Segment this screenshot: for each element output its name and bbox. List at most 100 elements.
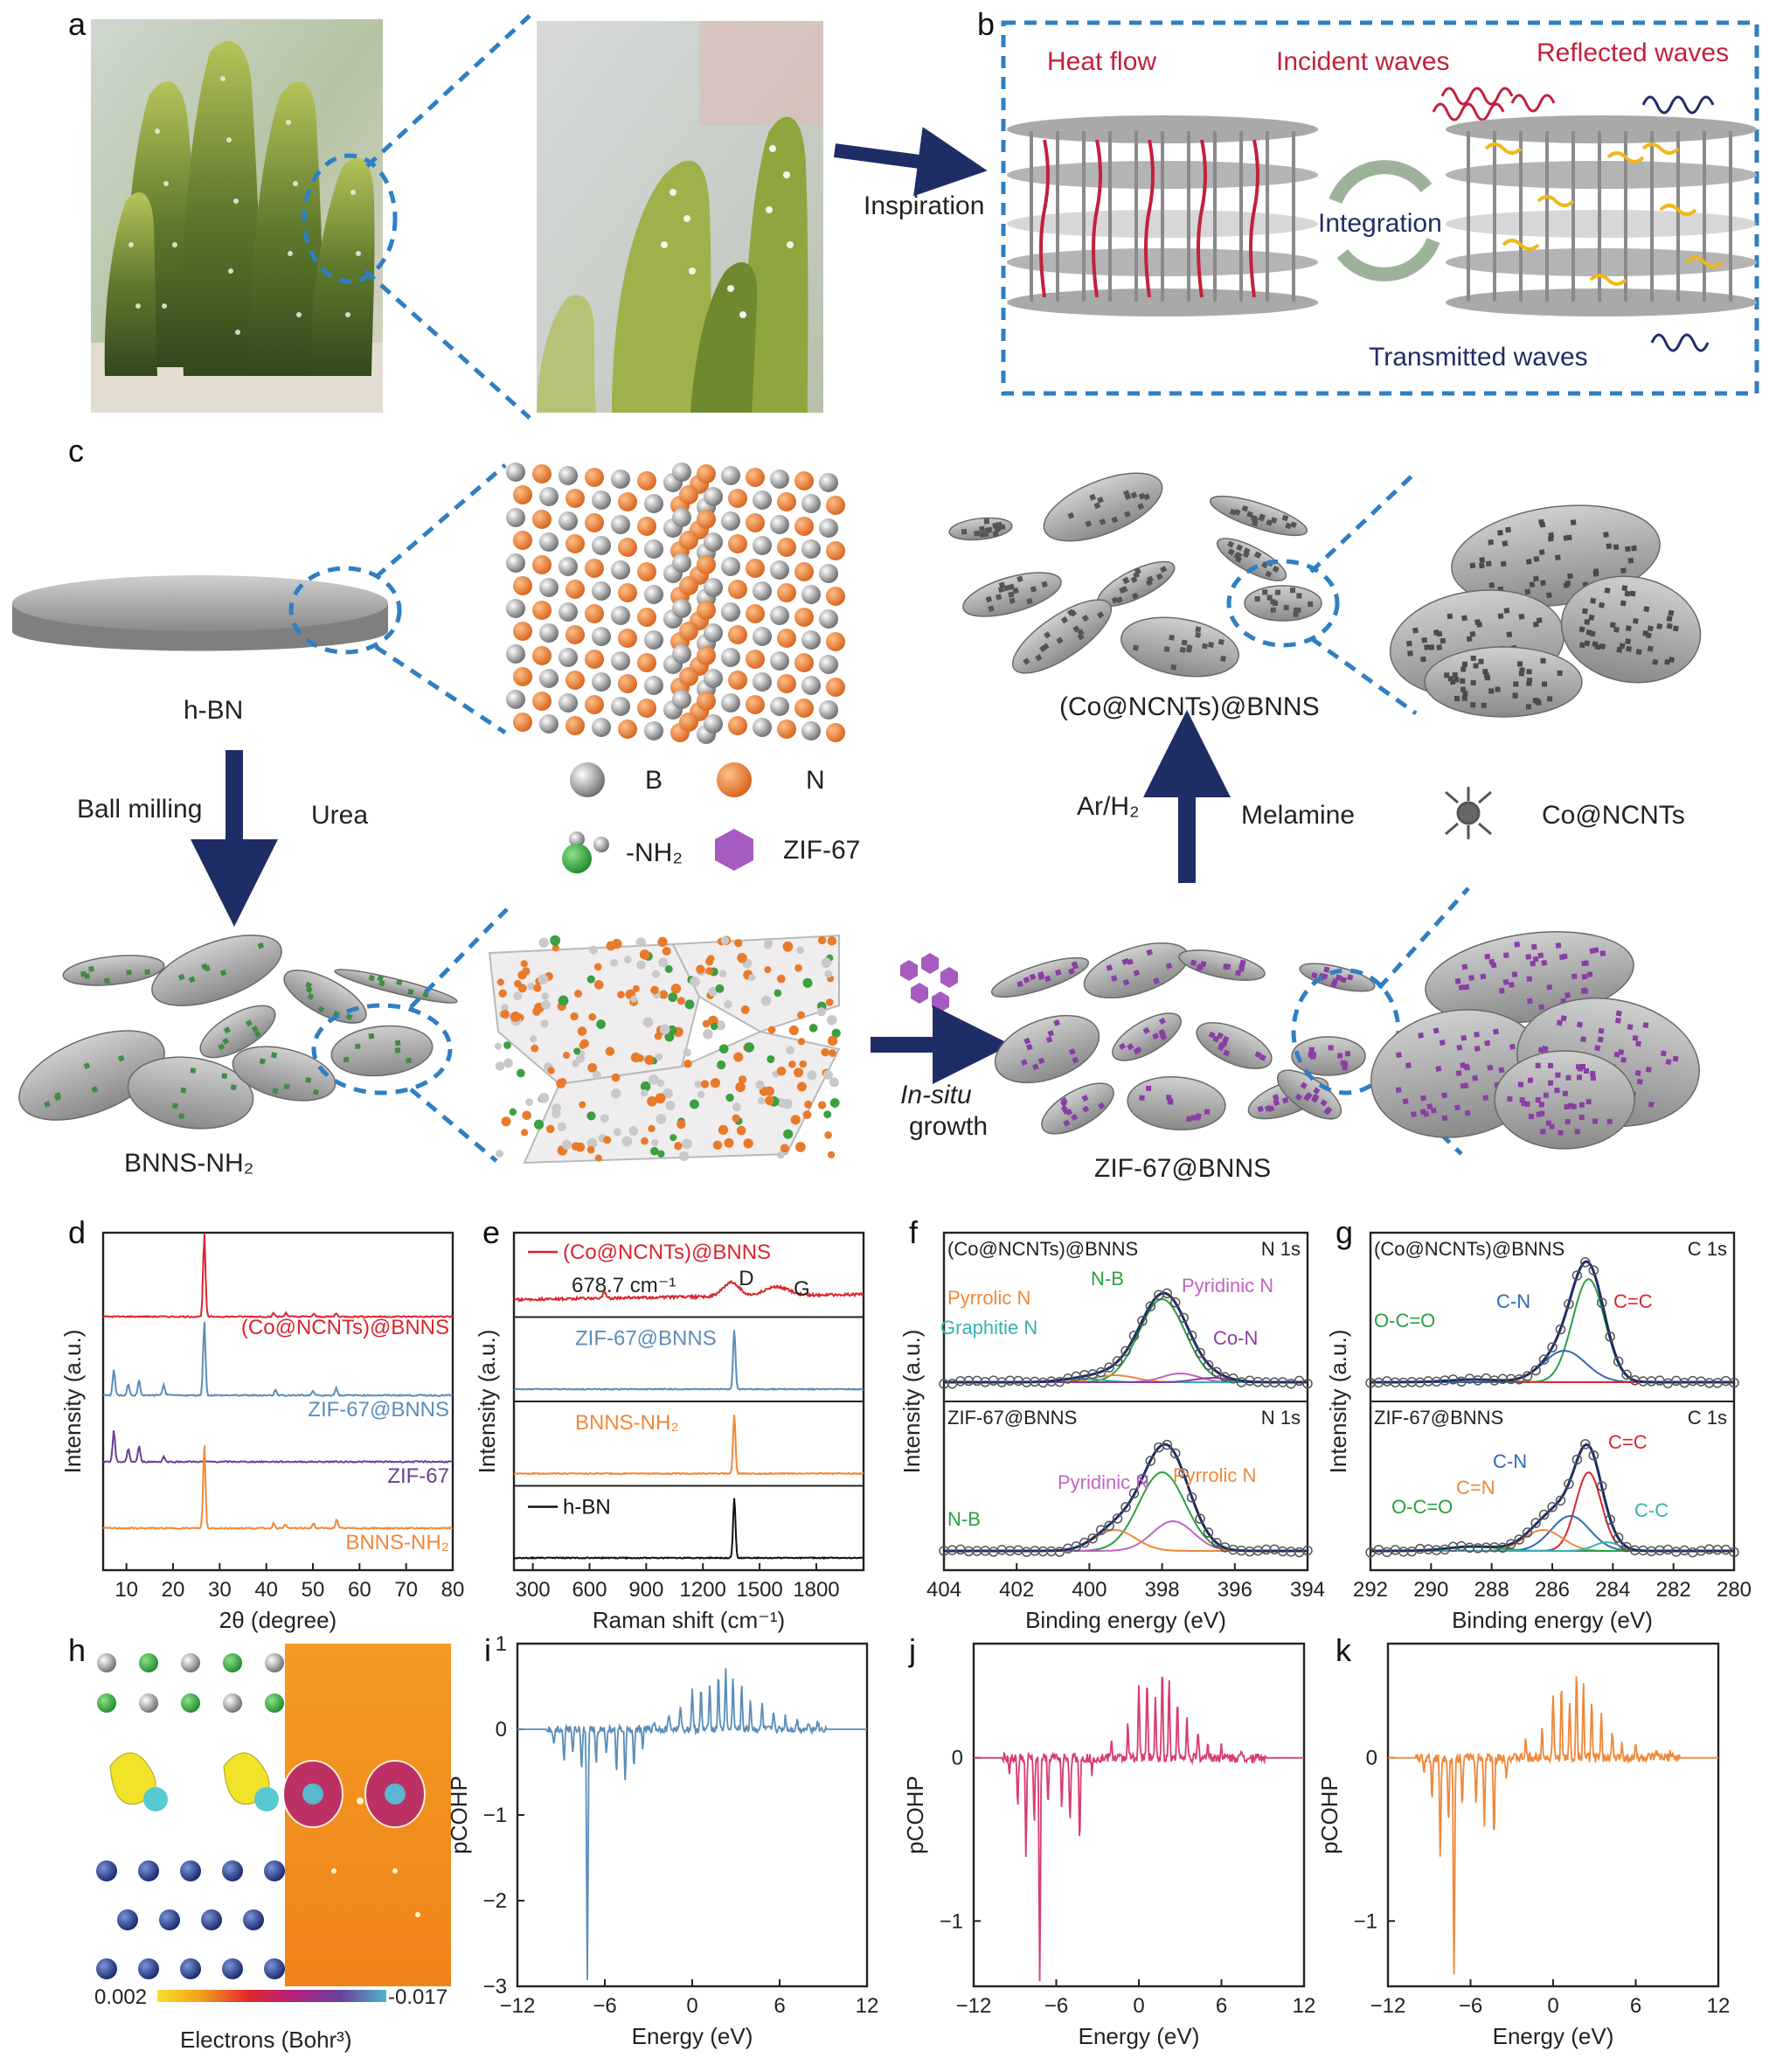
component-label: O-C=O (1374, 1310, 1435, 1332)
y-axis-title: Intensity (a.u.) (1325, 1330, 1351, 1474)
x-tick-label: 398 (1145, 1578, 1180, 1602)
data-point (947, 1378, 958, 1389)
data-point (1137, 1473, 1148, 1484)
component-label: Pyrrolic N (1173, 1464, 1256, 1486)
component-label: C=C (1608, 1431, 1648, 1453)
data-point (955, 1544, 966, 1555)
y-tick-label: 0 (496, 1718, 507, 1742)
data-point (1145, 1301, 1156, 1311)
y-axis-title: Intensity (a.u.) (474, 1330, 500, 1474)
bnns-nh2-label: BNNS-NH₂ (124, 1149, 253, 1178)
co-ncnts-bnns-nanosheets (948, 472, 1322, 678)
series-label: BNNS-NH₂ (345, 1531, 449, 1554)
data-point (988, 1375, 999, 1386)
data-point (1538, 1354, 1550, 1365)
x-tick-label: 6 (1630, 1994, 1641, 2018)
data-point (1294, 1547, 1305, 1558)
colorbar-min-label: 0.002 (94, 1985, 147, 2009)
panel-letter-b: b (977, 6, 995, 42)
data-point (1414, 1543, 1426, 1554)
x-tick-label: 284 (1595, 1578, 1630, 1602)
fit-envelope (944, 1291, 1308, 1384)
ar-h2-label: Ar/H₂ (1077, 792, 1140, 821)
subplot-core-level: C 1s (1688, 1238, 1727, 1260)
data-point (1514, 1373, 1524, 1385)
x-tick-label: −12 (956, 1994, 992, 2018)
x-tick-label: 1800 (793, 1578, 839, 1602)
component-label: Pyridinic N (1058, 1471, 1149, 1493)
data-point (1054, 1547, 1065, 1557)
data-point (1564, 1478, 1574, 1490)
data-point (1588, 1450, 1599, 1461)
h-bn-disk (12, 575, 388, 651)
panel-letter-h: h (68, 1632, 86, 1668)
data-point (1564, 1298, 1574, 1310)
data-point (1547, 1502, 1558, 1512)
x-tick-label: 80 (441, 1578, 465, 1602)
data-point (1120, 1502, 1131, 1512)
x-tick-label: 40 (254, 1578, 278, 1602)
x-tick-label: 20 (162, 1578, 185, 1602)
annotation-g-band: G (794, 1277, 810, 1301)
data-point (1613, 1533, 1624, 1543)
cactus-photo (91, 19, 383, 413)
melamine-label: Melamine (1241, 801, 1355, 830)
subplot-core-level: C 1s (1688, 1407, 1727, 1429)
x-tick-label: 60 (348, 1578, 371, 1602)
data-point (1087, 1533, 1098, 1544)
zoom-line-bnns-bottom (409, 1088, 498, 1163)
zoom-line-co-bottom (1309, 636, 1418, 716)
data-point (1621, 1541, 1632, 1553)
component-label: N-B (1091, 1268, 1124, 1290)
fit-envelope (944, 1443, 1308, 1553)
data-point (1104, 1520, 1114, 1532)
data-point (1571, 1454, 1583, 1465)
zoom-circle-co (1226, 559, 1340, 648)
data-point (1729, 1377, 1739, 1388)
legend-b-label: B (645, 766, 663, 795)
co-ncnts-bnns-label: (Co@NCNTs)@BNNS (1059, 692, 1320, 721)
data-point (1004, 1375, 1016, 1386)
data-point (1169, 1297, 1181, 1308)
data-point (1522, 1527, 1533, 1538)
urea-label: Urea (311, 801, 368, 830)
data-point (1145, 1456, 1156, 1466)
x-tick-label: 396 (1218, 1578, 1252, 1602)
colorbar (157, 1990, 386, 2002)
data-point (1137, 1316, 1148, 1326)
x-tick-label: −12 (1370, 1994, 1406, 2018)
x-tick-label: 12 (1293, 1994, 1316, 2018)
raman-series-line (513, 1330, 864, 1392)
x-tick-label: 288 (1474, 1578, 1509, 1602)
transmitted-waves-label: Transmitted waves (1369, 343, 1588, 372)
data-point (1195, 1347, 1205, 1359)
data-point (1596, 1481, 1607, 1491)
x-tick-label: −6 (1459, 1994, 1482, 2018)
subplot-title: ZIF-67@BNNS (947, 1407, 1077, 1429)
zif67-crystal-icon (715, 829, 753, 871)
data-point (1571, 1270, 1583, 1281)
data-point (1530, 1518, 1541, 1528)
panel-letter-a: a (68, 6, 87, 42)
data-point (1621, 1369, 1632, 1380)
layered-stack-left (1007, 115, 1318, 316)
data-point (1555, 1324, 1566, 1335)
component-label: O-C=O (1391, 1496, 1453, 1518)
data-point (1302, 1545, 1313, 1556)
layered-stack-right (1446, 115, 1757, 316)
x-tick-label: 0 (686, 1994, 697, 2018)
transmitted-wave-icon (1650, 333, 1710, 352)
zoom-line-zif-top (1377, 887, 1470, 990)
annotation-d-band: D (739, 1267, 753, 1290)
ball-milling-label: Ball milling (77, 795, 202, 824)
y-tick-label: −1 (940, 1909, 963, 1933)
x-tick-label: 394 (1290, 1578, 1325, 1602)
data-point (1580, 1257, 1591, 1268)
data-point (1203, 1359, 1214, 1371)
data-point (1703, 1544, 1715, 1554)
xrd-series-line (102, 1321, 454, 1398)
data-point (1687, 1547, 1698, 1558)
data-point (1186, 1330, 1197, 1341)
